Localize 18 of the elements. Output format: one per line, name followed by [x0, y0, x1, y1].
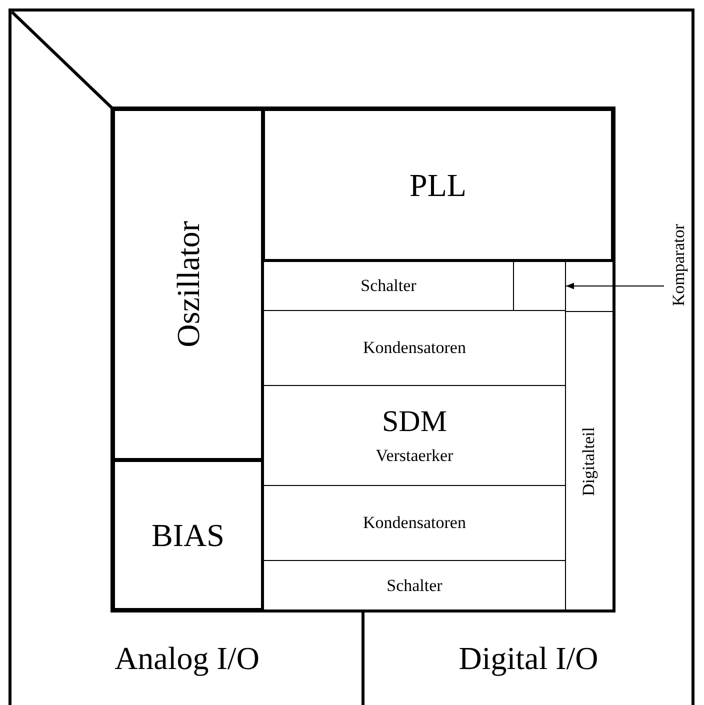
arrow: [566, 282, 664, 290]
block-label: Analog I/O: [114, 640, 260, 677]
block-label: BIAS: [152, 516, 224, 554]
block-label: Digital I/O: [458, 640, 598, 677]
comparator-box: [513, 261, 566, 311]
block-label: PLL: [410, 166, 466, 204]
block-label: Schalter: [360, 276, 416, 296]
block-label: SDM: [382, 405, 448, 440]
block-label: Kondensatoren: [363, 513, 466, 533]
pll-block: [262, 108, 614, 262]
block-label: Digitalteil: [579, 426, 599, 496]
block-label: Komparator: [669, 224, 689, 306]
block-label: Verstaerker: [376, 446, 454, 466]
block-label: Schalter: [386, 576, 442, 596]
bias-block: [112, 459, 264, 611]
oscillator-block: [112, 108, 264, 461]
block-label: Oszillator: [170, 221, 206, 348]
block-label: Kondensatoren: [363, 338, 466, 358]
